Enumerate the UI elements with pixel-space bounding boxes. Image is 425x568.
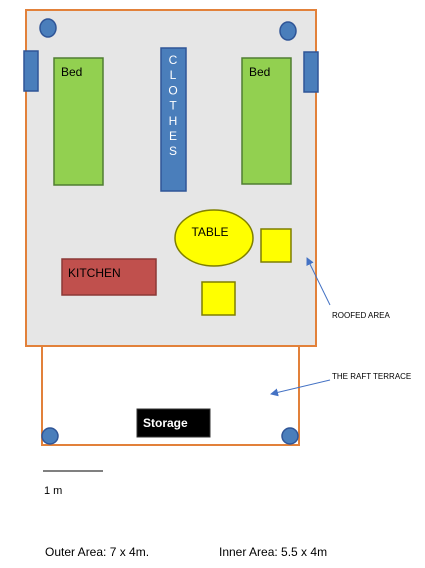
kitchen-label: KITCHEN [68,266,121,280]
side-block-right [303,51,319,93]
bed-left [53,57,104,186]
bed-right-label: Bed [249,65,270,79]
table-label: TABLE [191,225,228,239]
outer-area-text: Outer Area: 7 x 4m. [45,545,149,559]
bed-right [241,57,292,185]
stool-bottom [201,281,236,316]
post-top-left [39,18,57,38]
clothes-closet [160,47,187,192]
kitchen [61,258,157,296]
raft-terrace-arrow [270,379,331,397]
storage [136,408,211,438]
roofed-area-label: ROOFED AREA [332,311,390,320]
stool-right [260,228,292,263]
bed-left-label: Bed [61,65,82,79]
roofed-area-arrow [306,257,331,306]
post-bottom-right [281,427,299,445]
post-bottom-left [41,427,59,445]
scale-label: 1 m [44,485,62,497]
storage-label: Storage [143,416,188,430]
post-top-right [279,21,297,41]
side-block-left [23,50,39,92]
raft-terrace-label: THE RAFT TERRACE [332,372,411,381]
inner-area-text: Inner Area: 5.5 x 4m [219,545,327,559]
table [174,209,254,267]
